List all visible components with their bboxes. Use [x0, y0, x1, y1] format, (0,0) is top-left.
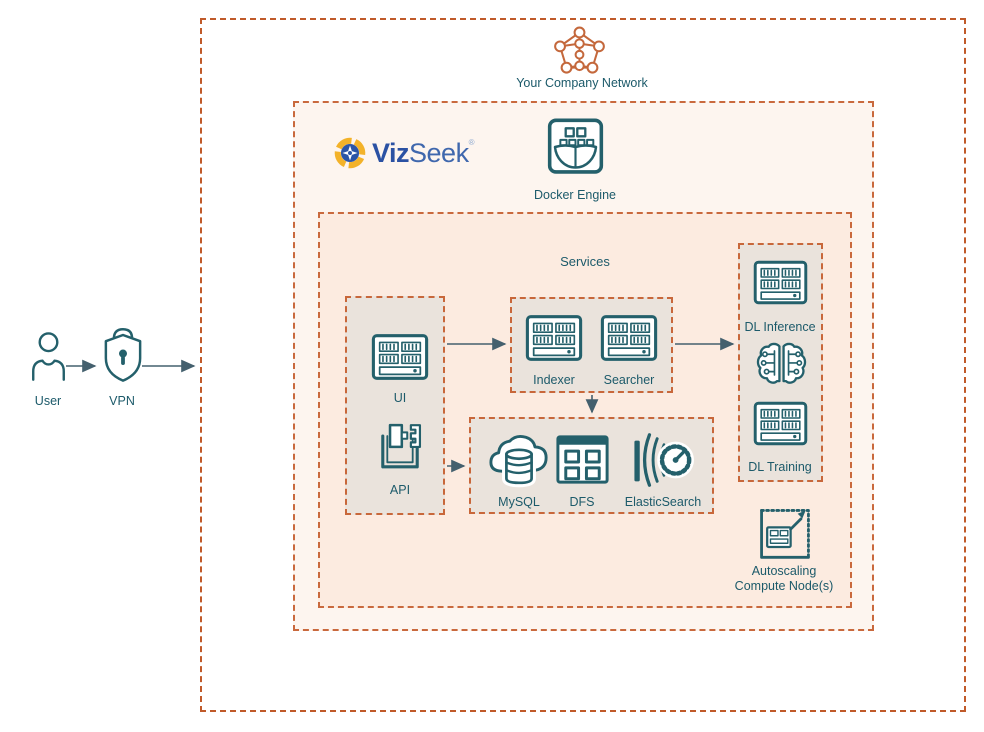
vizseek-logo: VizSeek®	[334, 137, 475, 169]
api-plugin-connector-icon	[371, 415, 429, 477]
frontend-group	[345, 296, 445, 515]
brand-viz: Viz	[372, 137, 410, 168]
elasticsearch-label: ElasticSearch	[624, 495, 702, 509]
indexer-label: Indexer	[533, 373, 575, 387]
autoscaling-label-line2: Compute Node(s)	[734, 579, 834, 593]
dfs-label: DFS	[569, 495, 595, 509]
dl-training-rack-server-icon	[751, 395, 810, 452]
mysql-label: MySQL	[498, 495, 540, 509]
mysql-cloud-database-icon	[482, 431, 556, 493]
searcher-rack-server-icon	[598, 308, 660, 368]
vizseek-wordmark: VizSeek®	[372, 137, 475, 169]
shield-lock-icon	[102, 325, 144, 384]
autoscaling-label-line1: Autoscaling	[751, 564, 817, 578]
vizseek-globe-icon	[334, 137, 366, 169]
autoscaling-label: Autoscaling Compute Node(s)	[704, 564, 864, 594]
person-icon	[30, 330, 67, 385]
searcher-label: Searcher	[603, 373, 655, 387]
autoscaling-expandable-server-icon	[755, 502, 815, 562]
dl-training-label: DL Training	[748, 460, 812, 474]
ui-label: UI	[393, 391, 407, 405]
dfs-window-grid-icon	[551, 428, 614, 491]
vpn-label: VPN	[109, 394, 135, 408]
services-title: Services	[560, 254, 610, 269]
dl-inference-label: DL Inference	[744, 320, 816, 334]
ui-rack-server-icon	[369, 327, 431, 387]
circuit-brain-icon	[755, 340, 808, 390]
elasticsearch-gauge-icon	[629, 429, 697, 491]
brand-registered-mark: ®	[468, 137, 475, 147]
api-label: API	[389, 483, 411, 497]
mesh-network-icon	[551, 26, 608, 76]
indexer-rack-server-icon	[523, 308, 585, 368]
docker-engine-label: Docker Engine	[534, 188, 616, 202]
dl-inference-rack-server-icon	[751, 254, 810, 311]
company-network-title: Your Company Network	[516, 76, 648, 90]
docker-ship-icon	[547, 117, 604, 177]
user-label: User	[34, 394, 62, 408]
brand-seek: Seek	[409, 137, 469, 168]
